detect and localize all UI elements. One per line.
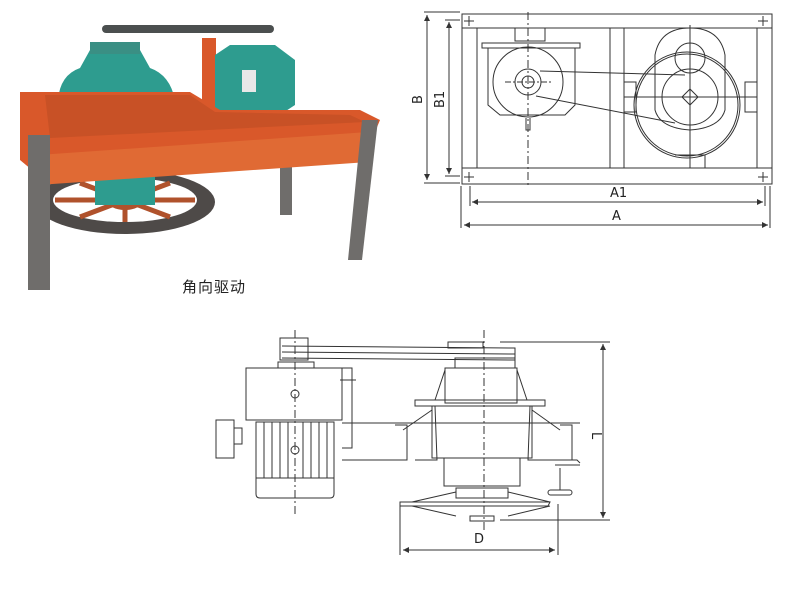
dimension-a: A: [612, 209, 621, 224]
product-photo: 角向驱动: [10, 20, 390, 296]
leg: [28, 135, 50, 290]
dimension-l: L: [588, 432, 603, 440]
leg: [348, 120, 378, 260]
bolt-marks: [464, 16, 768, 182]
plan-view-drawing: A1 A B B1: [400, 0, 800, 240]
dimension-d: D: [474, 532, 484, 547]
elevation-view-drawing: L D: [200, 320, 620, 570]
drive-belt: [102, 25, 274, 33]
dimension-b1: B1: [433, 91, 448, 108]
dimension-b: B: [411, 95, 426, 104]
dimension-a1: A1: [610, 186, 627, 201]
photo-caption: 角向驱动: [182, 278, 247, 296]
leg: [280, 160, 292, 215]
cooling-fins: [263, 422, 328, 478]
angular-drive-photo: [20, 25, 380, 290]
